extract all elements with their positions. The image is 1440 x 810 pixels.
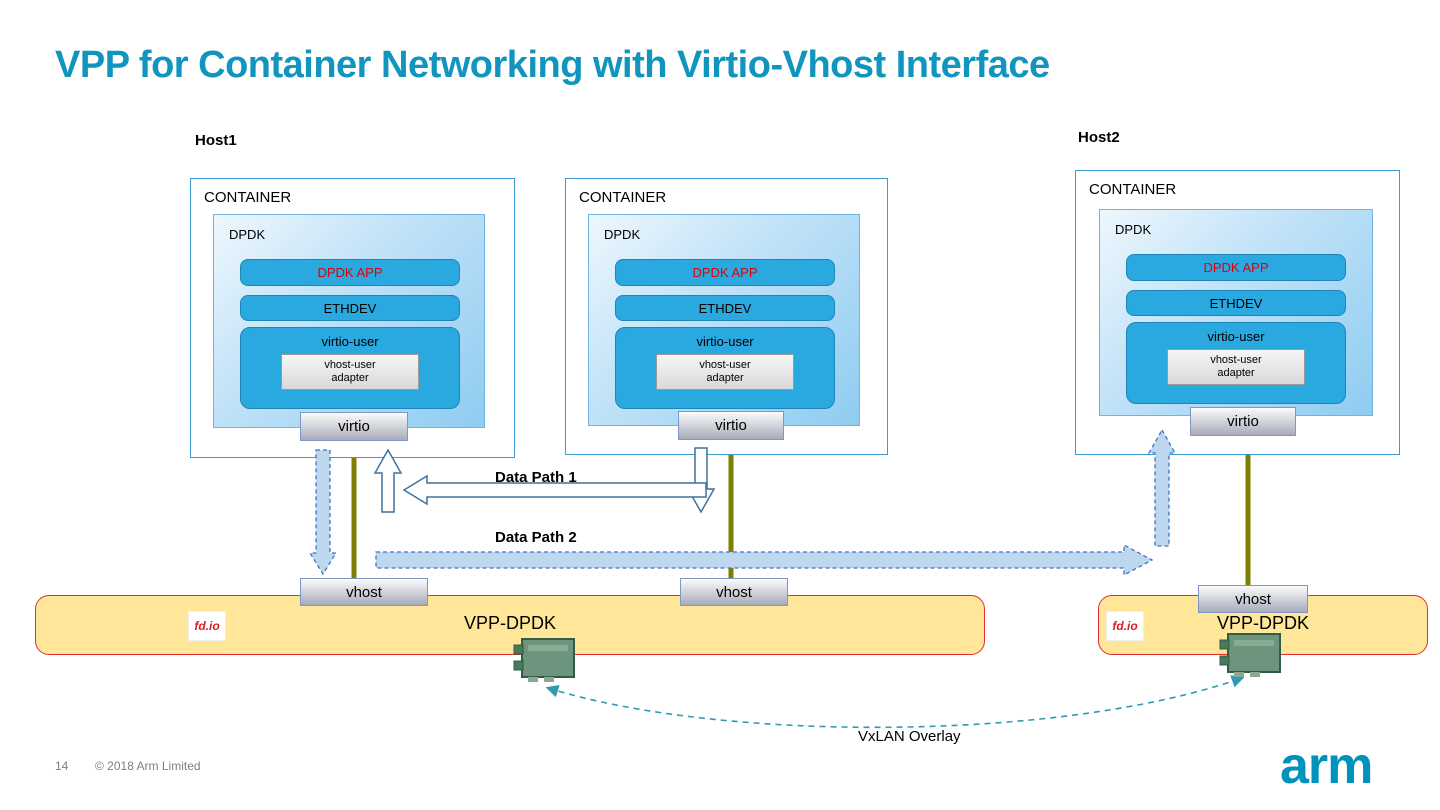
dpdk-panel: DPDK DPDK APP ETHDEV virtio-user vhost-u… bbox=[588, 214, 860, 426]
ethdev-block: ETHDEV bbox=[615, 295, 835, 321]
container-box-middle: CONTAINER DPDK DPDK APP ETHDEV virtio-us… bbox=[565, 178, 888, 455]
nic-body bbox=[1227, 633, 1281, 673]
nic-port bbox=[1219, 639, 1230, 650]
virtio-user-label: virtio-user bbox=[321, 334, 379, 349]
vxlan-overlay-curve bbox=[545, 675, 1245, 729]
arm-logo: arm bbox=[1280, 737, 1373, 795]
fdio-logo-right: fd.io bbox=[1106, 611, 1144, 641]
fdio-logo-left: fd.io bbox=[188, 611, 226, 641]
nic-pin bbox=[544, 677, 554, 682]
dpdk-label: DPDK bbox=[229, 227, 266, 242]
nic-slot bbox=[1234, 640, 1274, 646]
nic-icon-left bbox=[513, 638, 575, 682]
nic-pin bbox=[528, 677, 538, 682]
vpp-dpdk-label-right: VPP-DPDK bbox=[1216, 613, 1310, 633]
vhost-user-adapter-label: vhost-user adapter bbox=[699, 359, 751, 384]
datapath1-down-arrow bbox=[686, 447, 716, 514]
vhost-user-adapter-label: vhost-user adapter bbox=[324, 359, 376, 384]
dpdk-app-block: DPDK APP bbox=[1126, 254, 1346, 281]
vhost-user-adapter-block: vhost-user adapter bbox=[1167, 349, 1305, 385]
datapath2-horizontal-arrow bbox=[375, 543, 1154, 577]
data-path-2-label: Data Path 2 bbox=[495, 529, 577, 546]
nic-slot bbox=[528, 645, 568, 651]
vhost-port-middle: vhost bbox=[680, 578, 788, 606]
container-label: CONTAINER bbox=[579, 189, 667, 206]
vhost-port-host1: vhost bbox=[300, 578, 428, 606]
nic-body bbox=[521, 638, 575, 678]
host1-label: Host1 bbox=[195, 132, 237, 149]
container-label: CONTAINER bbox=[1089, 181, 1177, 198]
virtio-port-host1: virtio bbox=[300, 412, 408, 441]
fdio-logo-text: fd.io bbox=[194, 619, 220, 633]
copyright-text: © 2018 Arm Limited bbox=[95, 759, 201, 773]
virtio-port-middle: virtio bbox=[678, 411, 784, 440]
virtio-user-label: virtio-user bbox=[696, 334, 754, 349]
host2-label: Host2 bbox=[1078, 129, 1120, 146]
nic-pin bbox=[1234, 672, 1244, 677]
dpdk-label: DPDK bbox=[604, 227, 641, 242]
vpp-dpdk-label-left: VPP-DPDK bbox=[463, 613, 557, 633]
container-label: CONTAINER bbox=[204, 189, 292, 206]
data-path-1-label: Data Path 1 bbox=[495, 469, 577, 486]
virtio-user-block: virtio-user vhost-user adapter bbox=[615, 327, 835, 409]
nic-port bbox=[513, 660, 524, 671]
dpdk-app-block: DPDK APP bbox=[615, 259, 835, 286]
page-title: VPP for Container Networking with Virtio… bbox=[55, 44, 1050, 86]
dpdk-panel: DPDK DPDK APP ETHDEV virtio-user vhost-u… bbox=[1099, 209, 1373, 416]
virtio-user-block: virtio-user vhost-user adapter bbox=[1126, 322, 1346, 404]
virtio-user-label: virtio-user bbox=[1207, 329, 1265, 344]
datapath1-up-arrow bbox=[373, 448, 403, 513]
vhost-port-host2: vhost bbox=[1198, 585, 1308, 613]
vhost-user-adapter-block: vhost-user adapter bbox=[281, 354, 419, 390]
ethdev-block: ETHDEV bbox=[240, 295, 460, 321]
nic-icon-right bbox=[1219, 633, 1281, 677]
container-box-host1: CONTAINER DPDK DPDK APP ETHDEV virtio-us… bbox=[190, 178, 515, 458]
virtio-user-block: virtio-user vhost-user adapter bbox=[240, 327, 460, 409]
fdio-logo-text: fd.io bbox=[1112, 619, 1138, 633]
vxlan-overlay-label: VxLAN Overlay bbox=[858, 728, 961, 745]
ethdev-block: ETHDEV bbox=[1126, 290, 1346, 316]
vhost-user-adapter-label: vhost-user adapter bbox=[1210, 354, 1262, 379]
nic-port bbox=[513, 644, 524, 655]
dpdk-app-block: DPDK APP bbox=[240, 259, 460, 286]
virtio-port-host2: virtio bbox=[1190, 407, 1296, 436]
dpdk-label: DPDK bbox=[1115, 222, 1152, 237]
vhost-user-adapter-block: vhost-user adapter bbox=[656, 354, 794, 390]
nic-port bbox=[1219, 655, 1230, 666]
page-number: 14 bbox=[55, 759, 69, 773]
datapath2-down-arrow bbox=[308, 449, 338, 576]
dpdk-panel: DPDK DPDK APP ETHDEV virtio-user vhost-u… bbox=[213, 214, 485, 428]
nic-pin bbox=[1250, 672, 1260, 677]
